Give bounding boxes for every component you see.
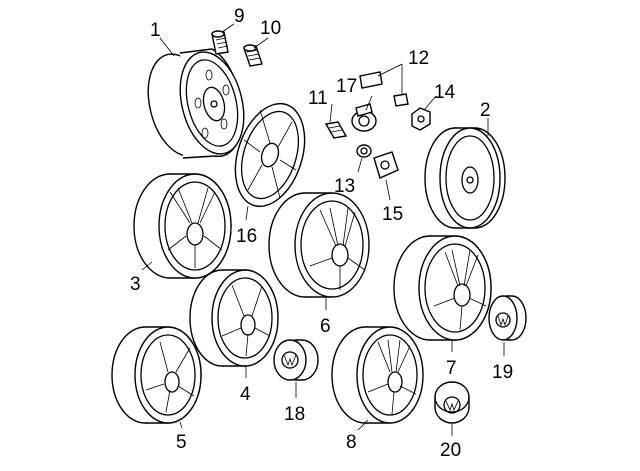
callout-20: 20: [440, 440, 461, 461]
callout-10: 10: [260, 18, 281, 39]
callout-14: 14: [434, 82, 456, 103]
callout-8: 8: [346, 432, 357, 453]
part-11-lock-bolt: [324, 121, 348, 139]
part-15-valve: [373, 151, 399, 179]
part-19-center-cap: [488, 295, 527, 341]
callout-6: 6: [320, 316, 331, 337]
part-8-alloy-wheel: [331, 326, 424, 424]
part-2-spare-wheel: [424, 127, 506, 229]
part-3-alloy-wheel: [133, 173, 232, 279]
part-18-center-cap: [273, 339, 319, 381]
callout-4: 4: [240, 384, 251, 405]
callout-17: 17: [336, 76, 357, 97]
part-7-alloy-wheel: [393, 235, 492, 341]
part-4-alloy-wheel: [189, 269, 279, 367]
callout-5: 5: [176, 432, 187, 453]
part-5-alloy-wheel: [111, 326, 202, 424]
part-17-lock-bolt: [351, 103, 377, 132]
callout-9: 9: [234, 6, 245, 27]
part-13-valve-cap: [356, 144, 372, 158]
part-10-lug-bolt: [243, 44, 263, 67]
part-1-steel-wheel: [147, 48, 245, 159]
part-14-nut: [411, 107, 431, 131]
part-9-lug-bolt: [211, 30, 229, 55]
callout-labels: 1 9 10 12 17 14 2 11 13 15 16 3 6 7 19 4…: [130, 6, 513, 461]
callout-15: 15: [382, 204, 403, 225]
part-16-wheel-cover: [234, 102, 306, 208]
part-20-center-cap: [434, 381, 470, 424]
callout-16: 16: [236, 226, 257, 247]
callout-11: 11: [308, 88, 328, 109]
callout-19: 19: [492, 362, 513, 383]
callout-12: 12: [408, 48, 429, 69]
callout-1: 1: [150, 20, 161, 41]
callout-18: 18: [284, 404, 305, 425]
callout-2: 2: [480, 100, 491, 121]
callout-13: 13: [334, 176, 355, 197]
part-6-alloy-wheel: [268, 192, 370, 298]
part-12-bolt-set: [359, 71, 409, 107]
callout-7: 7: [446, 358, 457, 379]
leader-lines: [141, 23, 505, 436]
callout-3: 3: [130, 274, 141, 295]
